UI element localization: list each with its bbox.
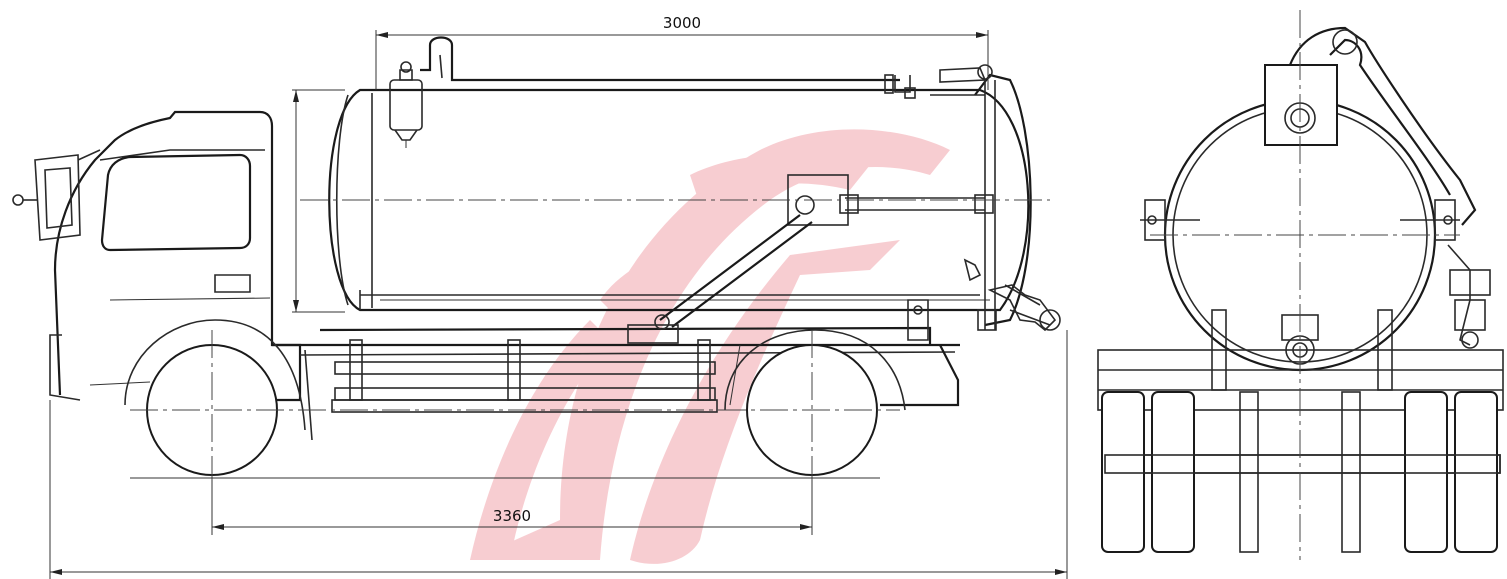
rear-door xyxy=(930,64,1032,331)
dimension-label-tank-length: 3000 xyxy=(663,14,701,32)
dimension-tank-length: 3000 xyxy=(375,14,989,90)
front-wheel xyxy=(124,319,313,476)
dimension-tank-height xyxy=(292,89,345,313)
dimension-wheelbase: 3360 xyxy=(211,480,813,535)
rear-centerlines xyxy=(1150,10,1460,560)
water-separator xyxy=(389,61,423,148)
dimension-label-wheelbase: 3360 xyxy=(493,507,531,525)
rear-side-brackets xyxy=(1140,199,1460,241)
cab xyxy=(12,110,302,402)
rear-bracket xyxy=(907,299,929,341)
side-view: 3000 3360 xyxy=(12,14,1068,579)
rear-valve xyxy=(963,258,1061,332)
side-guard xyxy=(331,339,718,413)
chassis-frame xyxy=(272,326,960,407)
dimension-overall-length xyxy=(49,330,1068,579)
rear-tires xyxy=(1101,391,1501,553)
rear-suction-pipe xyxy=(1288,26,1491,349)
watermark-logo xyxy=(470,129,950,564)
side-centerlines xyxy=(130,199,1050,490)
rear-manhole xyxy=(1264,64,1338,146)
top-pipe xyxy=(420,36,916,99)
rear-view xyxy=(1097,10,1504,560)
